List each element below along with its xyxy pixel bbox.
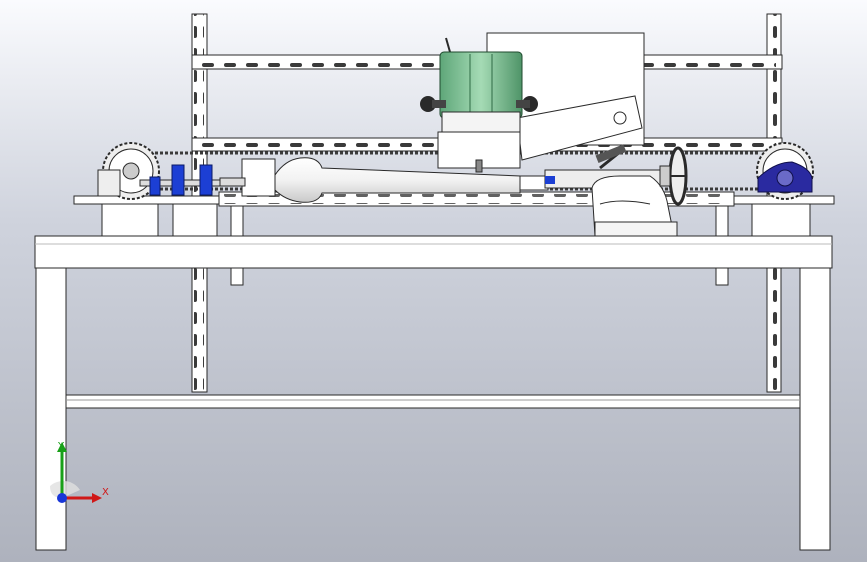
workpiece bbox=[274, 157, 549, 203]
steel-frame-table bbox=[34, 235, 833, 551]
leg-left bbox=[35, 267, 67, 551]
leg-right bbox=[799, 267, 831, 551]
x-axis-label: X bbox=[102, 487, 109, 498]
shaft-couplers bbox=[139, 164, 221, 196]
headstock-chuck bbox=[219, 158, 276, 197]
tailstock bbox=[591, 175, 678, 237]
pillow-block-bearing bbox=[757, 161, 813, 193]
handwheel bbox=[659, 146, 688, 206]
coordinate-triad bbox=[50, 442, 102, 503]
y-axis-label: Y bbox=[58, 441, 65, 452]
router-motor bbox=[420, 37, 538, 173]
stiffener-bar bbox=[65, 394, 801, 409]
z-axis-dot bbox=[57, 493, 67, 503]
